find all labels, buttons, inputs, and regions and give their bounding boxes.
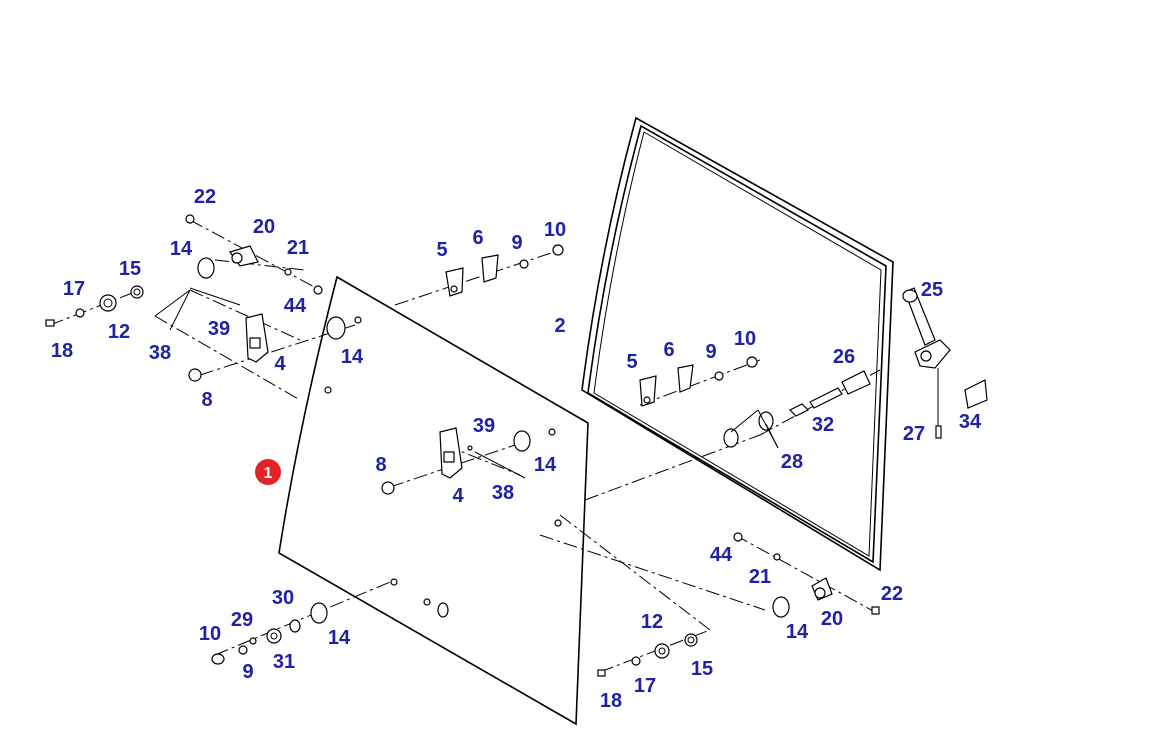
part-number-label: 6	[663, 339, 674, 361]
part-number-label: 29	[231, 609, 253, 631]
part-number-label: 10	[199, 623, 221, 645]
part-number-label: 22	[194, 186, 216, 208]
part-number-label: 6	[472, 227, 483, 249]
part-number-label: 9	[705, 341, 716, 363]
part-number-label: 12	[108, 321, 130, 343]
part-number-label: 18	[51, 340, 73, 362]
part-number-label: 39	[208, 318, 230, 340]
part-number-label: 9	[242, 661, 253, 683]
part-number-label: 17	[63, 278, 85, 300]
part-number-label: 14	[534, 454, 557, 476]
part-number-label: 2	[554, 315, 565, 337]
part-number-label: 20	[821, 608, 843, 630]
leader-lines	[169, 289, 779, 449]
part-number-label: 5	[626, 351, 637, 373]
part-number-label: 38	[492, 482, 514, 504]
upper-center-brackets	[445, 244, 564, 297]
part-number-label: 31	[273, 651, 295, 673]
part-number-label: 30	[272, 587, 294, 609]
part-number-label: 25	[921, 279, 943, 301]
part-number-label: 21	[287, 237, 309, 259]
part-number-label: 27	[903, 423, 925, 445]
part-number-label: 39	[473, 415, 495, 437]
lower-right-hardware	[597, 532, 880, 677]
part-number-label: 21	[749, 566, 771, 588]
part-number-label: 9	[511, 232, 522, 254]
part-number-label: 8	[201, 389, 212, 411]
part-number-label: 14	[328, 627, 351, 649]
part-number-label: 20	[253, 216, 275, 238]
svg-text:1: 1	[264, 465, 273, 482]
part-number-label: 14	[170, 238, 193, 260]
part-number-label: 14	[341, 346, 364, 368]
part-number-label: 12	[641, 611, 663, 633]
part-number-label: 15	[119, 258, 141, 280]
part-number-label: 32	[812, 414, 834, 436]
part-number-label: 14	[786, 621, 809, 643]
part-number-label: 10	[544, 219, 566, 241]
part-number-label: 28	[781, 451, 803, 473]
center-panel-hardware	[381, 427, 562, 618]
part-number-label: 44	[284, 295, 307, 317]
right-latch-hardware	[639, 287, 988, 448]
part-number-label: 17	[634, 675, 656, 697]
part-number-label: 4	[452, 485, 464, 507]
part-number-label: 4	[274, 353, 286, 375]
lower-left-hardware	[211, 602, 328, 665]
part-number-label: 5	[436, 239, 447, 261]
assembly-lines	[49, 219, 881, 673]
part-number-label: 18	[600, 690, 622, 712]
part-number-label: 8	[375, 454, 386, 476]
part-number-label: 15	[691, 658, 713, 680]
position-badge: 1	[255, 459, 281, 485]
part-number-label: 34	[959, 411, 982, 433]
part-number-label: 10	[734, 328, 756, 350]
part-number-label: 22	[881, 583, 903, 605]
window-frame-seal	[581, 116, 894, 572]
part-number-label: 26	[833, 346, 855, 368]
part-number-label: 38	[149, 342, 171, 364]
upper-left-hardware	[45, 214, 362, 394]
glass-panel	[278, 275, 589, 726]
part-number-label: 44	[710, 544, 733, 566]
